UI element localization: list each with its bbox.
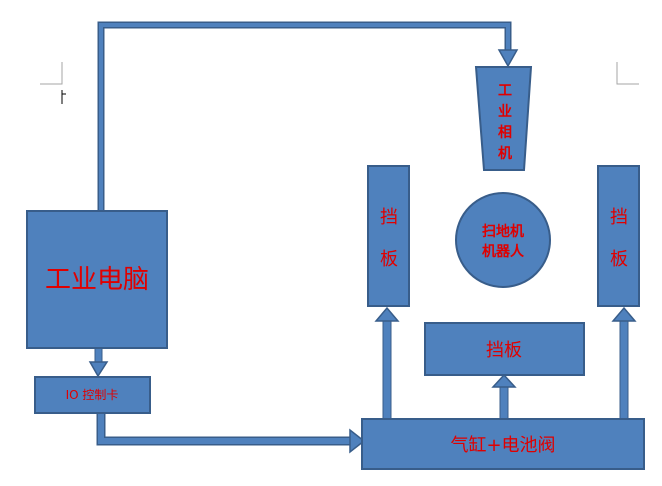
right-baffle-label-1: 挡 — [610, 207, 628, 228]
robot-label-line1: 扫地机 — [482, 223, 524, 240]
io-card-label: IO 控制卡 — [66, 388, 119, 402]
text-cursor-icon — [61, 90, 66, 104]
industrial-computer-label: 工业电脑 — [45, 265, 149, 295]
bottom-baffle-node: 挡板 — [424, 322, 585, 376]
cylinder-valve-label: 气缸+电池阀 — [450, 434, 555, 456]
arrowhead-to-valve — [349, 428, 366, 454]
camera-label-1: 工 — [498, 83, 512, 99]
industrial-computer-node: 工业电脑 — [26, 210, 168, 349]
connector-valve-to-left-baffle — [374, 306, 400, 421]
robot-label-line2: 机器人 — [482, 243, 525, 260]
arrowhead-to-camera — [497, 49, 519, 68]
camera-label-2: 业 — [498, 104, 512, 120]
camera-label-4: 机 — [498, 145, 512, 162]
industrial-camera-node: 工 业 相 机 — [474, 66, 533, 171]
camera-label-3: 相 — [498, 124, 512, 141]
connector-computer-to-io — [88, 347, 109, 378]
right-baffle-node: 挡 板 — [597, 165, 640, 307]
left-baffle-label-1: 挡 — [380, 207, 398, 228]
page-corner-marks — [40, 62, 639, 85]
connector-valve-to-bottom-baffle — [491, 373, 517, 421]
connector-valve-to-right-baffle — [611, 306, 637, 421]
io-card-node: IO 控制卡 — [34, 376, 151, 414]
robot-node: 扫地机 机器人 — [455, 192, 551, 288]
left-baffle-node: 挡 板 — [367, 165, 410, 307]
cylinder-valve-node: 气缸+电池阀 — [361, 418, 645, 470]
right-baffle-label-2: 板 — [610, 249, 628, 270]
connector-io-to-valve — [96, 414, 366, 454]
connector-computer-to-camera — [97, 21, 519, 212]
bottom-baffle-label: 挡板 — [486, 340, 522, 361]
left-baffle-label-2: 板 — [380, 249, 398, 270]
